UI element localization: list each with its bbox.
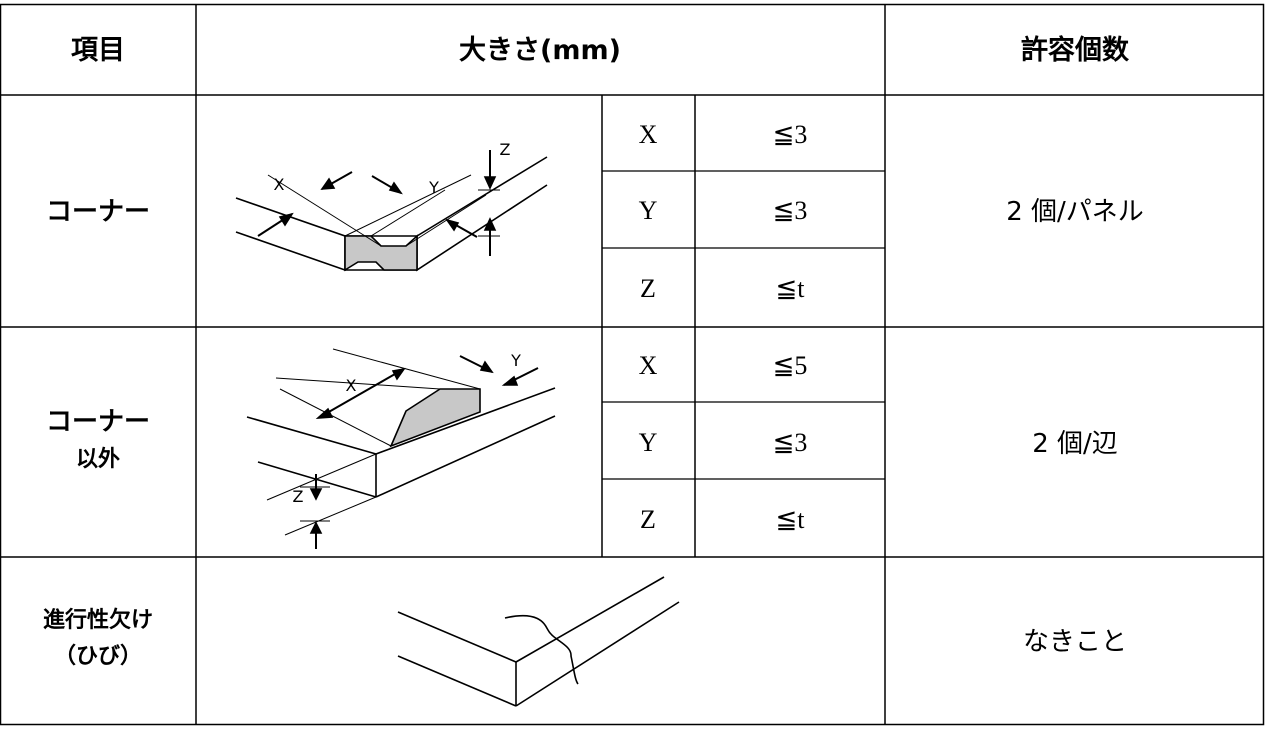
- row-corner-limit-y: ≦3: [773, 196, 808, 225]
- corner-chip-diagram: [235, 150, 548, 272]
- edge-chip-diagram: [246, 348, 556, 549]
- table-grid: [0, 3, 1265, 726]
- row-edge-limit-z: ≦t: [775, 505, 805, 534]
- row-edge-axis-x: X: [639, 351, 658, 380]
- row-corner-axis-x: X: [639, 120, 658, 149]
- row-edge-axis-y: Y: [639, 428, 658, 457]
- header-allow: 許容個数: [1021, 34, 1130, 66]
- corner-diagram-y-label: Y: [428, 178, 439, 197]
- edge-diagram-z-label: Z: [293, 487, 304, 506]
- edge-diagram-x-label: X: [346, 376, 357, 395]
- row-crack-allow: なきこと: [1023, 627, 1127, 657]
- row-corner-label: コーナー: [46, 197, 150, 227]
- row-edge-limit-y: ≦3: [773, 428, 808, 457]
- corner-diagram-z-label: Z: [500, 140, 511, 159]
- row-edge-label-line2: 以外: [76, 446, 120, 472]
- row-edge-limit-x: ≦5: [773, 351, 808, 380]
- row-crack-label-line2: （ひび）: [54, 644, 142, 669]
- row-crack-label-line1: 進行性欠け: [43, 607, 153, 633]
- row-corner-axis-y: Y: [639, 196, 658, 225]
- crack-diagram: [397, 576, 680, 707]
- edge-diagram-y-label: Y: [510, 351, 521, 370]
- row-corner-allow: 2 個/パネル: [1006, 197, 1144, 227]
- row-corner-limit-x: ≦3: [773, 120, 808, 149]
- row-edge-allow: 2 個/辺: [1032, 429, 1118, 459]
- header-item: 項目: [71, 35, 125, 66]
- row-edge-label-line1: コーナー: [46, 407, 150, 437]
- corner-diagram-x-label: X: [274, 175, 285, 194]
- header-size: 大きさ(mm): [459, 35, 621, 66]
- row-edge-axis-z: Z: [640, 505, 656, 534]
- row-corner-axis-z: Z: [640, 274, 656, 303]
- row-corner-limit-z: ≦t: [775, 274, 805, 303]
